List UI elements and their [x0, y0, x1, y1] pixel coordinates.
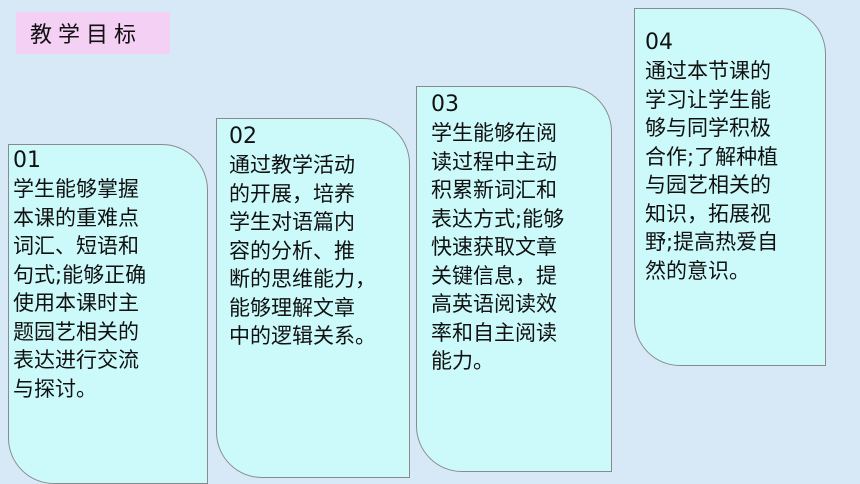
objective-text: 学生能够在阅 读过程中主动 积累新词汇和 表达方式;能够 快速获取文章 关键信息…: [431, 121, 565, 373]
objective-card-03: 03 学生能够在阅 读过程中主动 积累新词汇和 表达方式;能够 快速获取文章 关…: [416, 86, 612, 472]
objective-number: 03: [431, 92, 459, 117]
objective-card-02: 02 通过教学活动 的开展，培养 学生对语篇内 容的分析、推 断的思维能力， 能…: [216, 118, 410, 478]
objective-card-01: 01 学生能够掌握 本课的重难点 词汇、短语和 句式;能够正确 使用本课时主 题…: [8, 144, 208, 484]
objective-text: 学生能够掌握 本课的重难点 词汇、短语和 句式;能够正确 使用本课时主 题园艺相…: [13, 177, 147, 401]
objective-card-04: 04 通过本节课的 学习让学生能 够与同学积极 合作;了解种植 与园艺相关的 知…: [634, 8, 826, 366]
objective-number: 01: [13, 148, 41, 173]
objective-number: 02: [229, 124, 257, 149]
objective-text: 通过本节课的 学习让学生能 够与同学积极 合作;了解种植 与园艺相关的 知识，拓…: [645, 59, 779, 283]
objective-number: 04: [645, 30, 673, 55]
objective-text: 通过教学活动 的开展，培养 学生对语篇内 容的分析、推 断的思维能力， 能够理解…: [229, 153, 376, 348]
page-title: 教学目标: [16, 12, 170, 54]
